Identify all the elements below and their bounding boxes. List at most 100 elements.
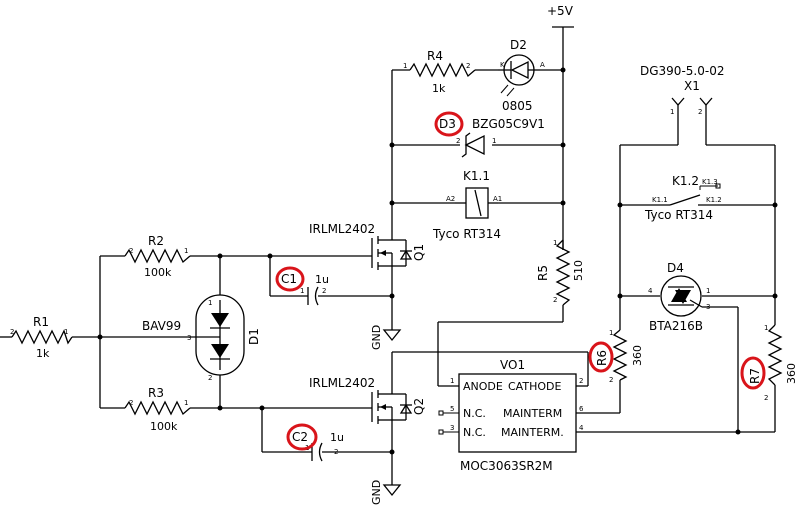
vo1-pin2: 2: [579, 377, 583, 385]
r6-ref: R6: [595, 350, 609, 366]
k1-2-value: Tyco RT314: [644, 208, 713, 222]
d1-pin3: 3: [187, 334, 191, 342]
q1-value: IRLML2402: [309, 222, 375, 236]
r4-ref: R4: [427, 49, 443, 63]
d2-pin-a: A: [540, 61, 545, 69]
d3-pin1: 1: [492, 137, 496, 145]
vo1-pin4: 4: [579, 424, 584, 432]
c2-ref: C2: [292, 430, 308, 444]
c1-value: 1u: [315, 273, 329, 286]
r1-ref: R1: [33, 315, 49, 329]
vo1-mainterm-2: MAINTERM.: [501, 426, 564, 439]
resistor-r7: R7 360 1 2: [740, 324, 798, 402]
k1-1-ref: K1.1: [463, 169, 490, 183]
d3-highlight-circle: [434, 111, 464, 137]
r2-pin2: 2: [129, 247, 133, 255]
d1-pin1: 1: [208, 299, 212, 307]
connector-x1: DG390-5.0-02 X1 1 2: [640, 64, 724, 116]
r6-pin2: 2: [609, 376, 613, 384]
d2-ref: D2: [510, 38, 527, 52]
c1-pin2: 2: [322, 287, 326, 295]
gnd-symbol-1: GND: [370, 325, 402, 350]
x1-ref: X1: [684, 79, 700, 93]
d1-value: BAV99: [142, 319, 181, 333]
r7-pin2: 2: [764, 394, 768, 402]
diode-d1: BAV99 D1 1 3 2: [142, 294, 261, 382]
d4-pin4: 4: [648, 287, 653, 295]
gnd-symbol-2: GND: [370, 480, 402, 505]
d1-pin2: 2: [208, 374, 212, 382]
r3-pin2: 2: [129, 399, 133, 407]
vo1-value: MOC3063SR2M: [460, 459, 553, 473]
r3-value: 100k: [150, 420, 178, 433]
x1-pin1: 1: [670, 108, 674, 116]
d2-value: 0805: [502, 99, 533, 113]
resistor-r5: R5 510 1 2: [536, 239, 585, 306]
vo1-pin3: 3: [450, 424, 454, 432]
vo1-pin5: 5: [450, 405, 454, 413]
k1-2-pin-a: K1.1: [652, 196, 668, 204]
gnd-label-2: GND: [370, 480, 383, 505]
vo1-pin6: 6: [579, 405, 584, 413]
c1-pin1: 1: [300, 287, 304, 295]
k1-2-ref: K1.2: [672, 174, 699, 188]
vcc-label: +5V: [547, 4, 574, 18]
x1-value: DG390-5.0-02: [640, 64, 724, 78]
zener-d3: D3 BZG05C9V1 2 1: [434, 111, 545, 158]
q2-value: IRLML2402: [309, 376, 375, 390]
k1-1-pin-a2: A2: [446, 195, 455, 203]
vo1-nc-2: N.C.: [463, 426, 486, 439]
resistor-r1: R1 1k 2 1: [10, 315, 73, 360]
resistor-r2: R2 100k 2 1: [124, 234, 191, 279]
relay-coil-k1-1: K1.1 Tyco RT314 A2 A1: [432, 169, 502, 241]
r4-pin1: 1: [403, 62, 407, 70]
mosfet-q2: IRLML2402 Q2: [309, 376, 426, 430]
r5-pin1: 1: [553, 239, 557, 247]
r2-value: 100k: [144, 266, 172, 279]
r4-value: 1k: [432, 82, 446, 95]
r1-value: 1k: [36, 347, 50, 360]
resistor-r6: R6 360 1 2: [588, 329, 644, 384]
r5-pin2: 2: [553, 296, 557, 304]
c1-ref: C1: [281, 272, 297, 286]
optocoupler-vo1: VO1 ANODE CATHODE N.C. N.C. MAINTERM MAI…: [438, 358, 584, 473]
k1-1-pin-a1: A1: [493, 195, 502, 203]
vo1-ref: VO1: [500, 358, 525, 372]
r2-ref: R2: [148, 234, 164, 248]
capacitor-c2: C2 1u 1 2: [286, 423, 344, 462]
x1-pin2: 2: [698, 108, 702, 116]
c2-pin2: 2: [334, 448, 338, 456]
c2-highlight-circle: [286, 423, 318, 451]
wires: [0, 26, 776, 485]
c2-value: 1u: [330, 431, 344, 444]
r4-pin2: 2: [466, 62, 470, 70]
led-d2: D2 0805 K A: [498, 38, 545, 113]
r1-pin1: 1: [64, 328, 68, 336]
capacitor-c1: C1 1u 1 2: [275, 266, 329, 306]
k1-2-pin-c: K1.3: [702, 178, 718, 186]
d4-pin3: 3: [706, 303, 710, 311]
d2-pin-k: K: [500, 61, 505, 69]
r7-ref: R7: [748, 368, 762, 384]
k1-2-pin-b: K1.2: [706, 196, 722, 204]
r5-ref: R5: [536, 265, 550, 281]
q1-ref: Q1: [412, 244, 426, 261]
q2-ref: Q2: [412, 398, 426, 415]
vo1-pin1: 1: [450, 377, 454, 385]
gnd-label-1: GND: [370, 325, 383, 350]
r6-pin1: 1: [609, 329, 613, 337]
mosfet-q1: IRLML2402 Q1: [309, 222, 426, 275]
k1-1-value: Tyco RT314: [432, 227, 501, 241]
d3-pin2: 2: [456, 137, 460, 145]
vo1-mainterm-1: MAINTERM: [503, 407, 562, 420]
d3-ref: D3: [439, 117, 456, 131]
r7-highlight-circle: [740, 356, 766, 390]
c1-highlight-circle: [275, 266, 305, 292]
r6-value: 360: [631, 345, 644, 366]
resistor-r3: R3 100k 2 1: [124, 386, 191, 433]
d4-ref: D4: [667, 261, 684, 275]
r3-pin1: 1: [184, 399, 188, 407]
r7-value: 360: [785, 363, 798, 384]
triac-d4: D4 BTA216B 4 1 3: [648, 261, 710, 333]
vo1-cathode: CATHODE: [508, 380, 561, 393]
